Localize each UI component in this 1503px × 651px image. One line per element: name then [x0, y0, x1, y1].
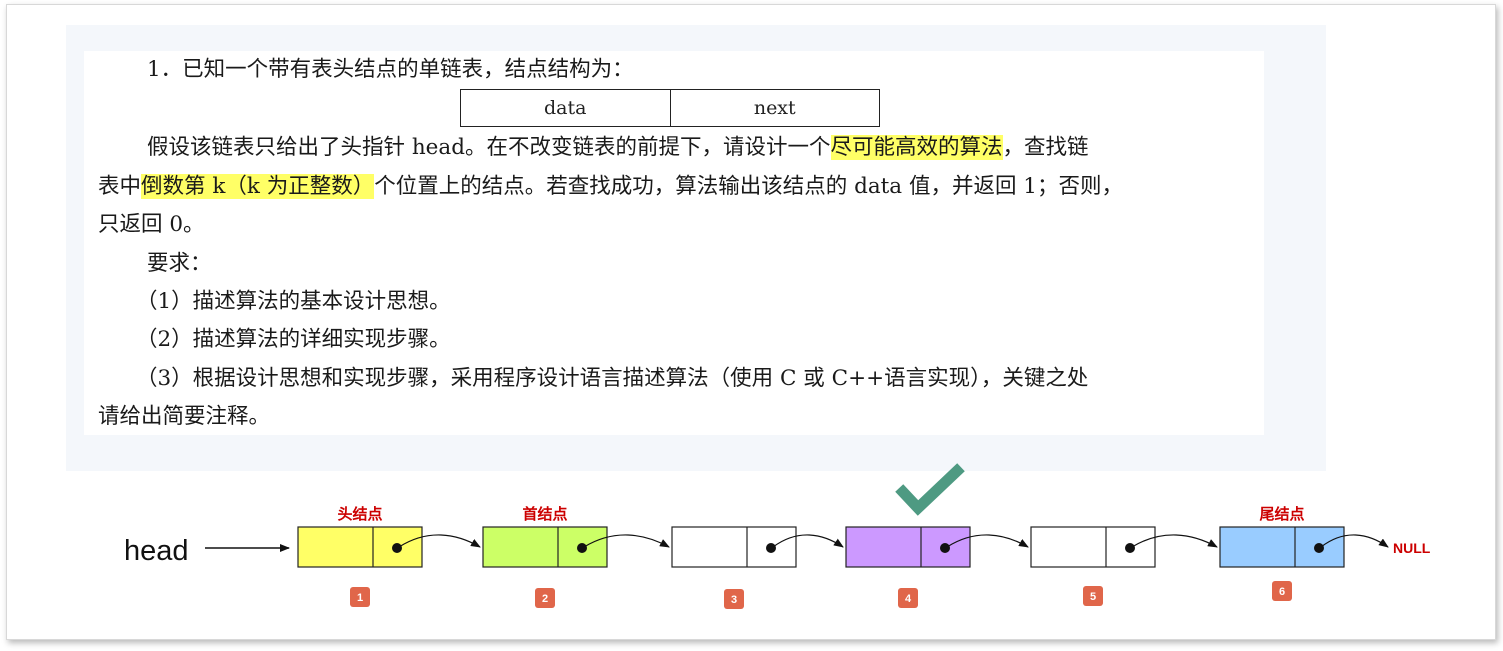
- struct-field-next: next: [669, 90, 880, 126]
- pointer-arrow: [583, 534, 670, 548]
- node-number-label: 4: [905, 593, 912, 605]
- problem-intro: 1．已知一个带有表头结点的单链表，结点结构为：: [147, 57, 634, 82]
- node-number-badge: [535, 588, 555, 608]
- node-number-badge: [1272, 581, 1292, 601]
- highlight-kth-from-end: 倒数第 k（k 为正整数）: [141, 174, 375, 199]
- next-pointer-dot: [940, 543, 950, 553]
- list-node-3: [671, 526, 797, 568]
- pointer-arrow: [946, 534, 1029, 548]
- problem-paragraph-line-3: 只返回 0。: [98, 212, 205, 237]
- requirement-3-continued: 请给出简要注释。: [98, 404, 271, 429]
- pointer-arrow: [398, 534, 481, 548]
- highlight-efficient-algorithm: 尽可能高效的算法: [830, 135, 1003, 160]
- list-node-1: [297, 526, 423, 568]
- node-structure-table: data next: [460, 89, 880, 127]
- problem-text: ，查找链: [1002, 135, 1089, 160]
- pointer-arrow: [1320, 534, 1389, 548]
- requirement-3: （3）根据设计思想和实现步骤，采用程序设计语言描述算法（使用 C 或 C++语言…: [136, 366, 1089, 391]
- node-number-label: 3: [731, 594, 737, 606]
- requirements-heading: 要求：: [147, 251, 212, 276]
- document-paper: [84, 51, 1264, 435]
- node-number-badge: [1083, 586, 1103, 606]
- pointer-arrow: [772, 534, 844, 548]
- list-node-5: [1030, 526, 1156, 568]
- node-number-label: 5: [1090, 591, 1096, 603]
- node-caption-1: 头结点: [337, 505, 382, 523]
- requirement-1: （1）描述算法的基本设计思想。: [136, 289, 451, 314]
- list-node-4: [845, 526, 971, 568]
- next-pointer-dot: [1314, 543, 1324, 553]
- head-label: head: [124, 535, 189, 567]
- problem-paragraph-line-2: 表中倒数第 k（k 为正整数）个位置上的结点。若查找成功，算法输出该结点的 da…: [98, 173, 1123, 201]
- next-pointer-dot: [1125, 543, 1135, 553]
- node-caption-6: 尾结点: [1259, 505, 1304, 523]
- check-icon: [895, 463, 965, 516]
- problem-text: 个位置上的结点。若查找成功，算法输出该结点的 data 值，并返回 1；否则，: [374, 174, 1123, 199]
- requirement-2: （2）描述算法的详细实现步骤。: [136, 327, 451, 352]
- next-pointer-dot: [766, 543, 776, 553]
- node-number-label: 2: [542, 593, 548, 605]
- problem-paragraph-line-1: 假设该链表只给出了头指针 head。在不改变链表的前提下，请设计一个尽可能高效的…: [147, 134, 1089, 162]
- null-label: NULL: [1393, 540, 1431, 556]
- struct-field-data: data: [544, 97, 587, 119]
- problem-text: 假设该链表只给出了头指针 head。在不改变链表的前提下，请设计一个: [147, 135, 831, 160]
- node-number-badge: [350, 587, 370, 607]
- node-caption-2: 首结点: [522, 505, 567, 523]
- node-number-badge: [724, 589, 744, 609]
- list-node-2: [482, 526, 608, 568]
- next-pointer-dot: [577, 543, 587, 553]
- problem-text: 表中: [98, 174, 142, 199]
- node-number-label: 6: [1279, 586, 1285, 598]
- next-pointer-dot: [392, 543, 402, 553]
- list-node-6: [1219, 526, 1345, 568]
- pointer-arrow: [1131, 534, 1218, 548]
- node-number-badge: [898, 588, 918, 608]
- node-number-label: 1: [357, 592, 363, 604]
